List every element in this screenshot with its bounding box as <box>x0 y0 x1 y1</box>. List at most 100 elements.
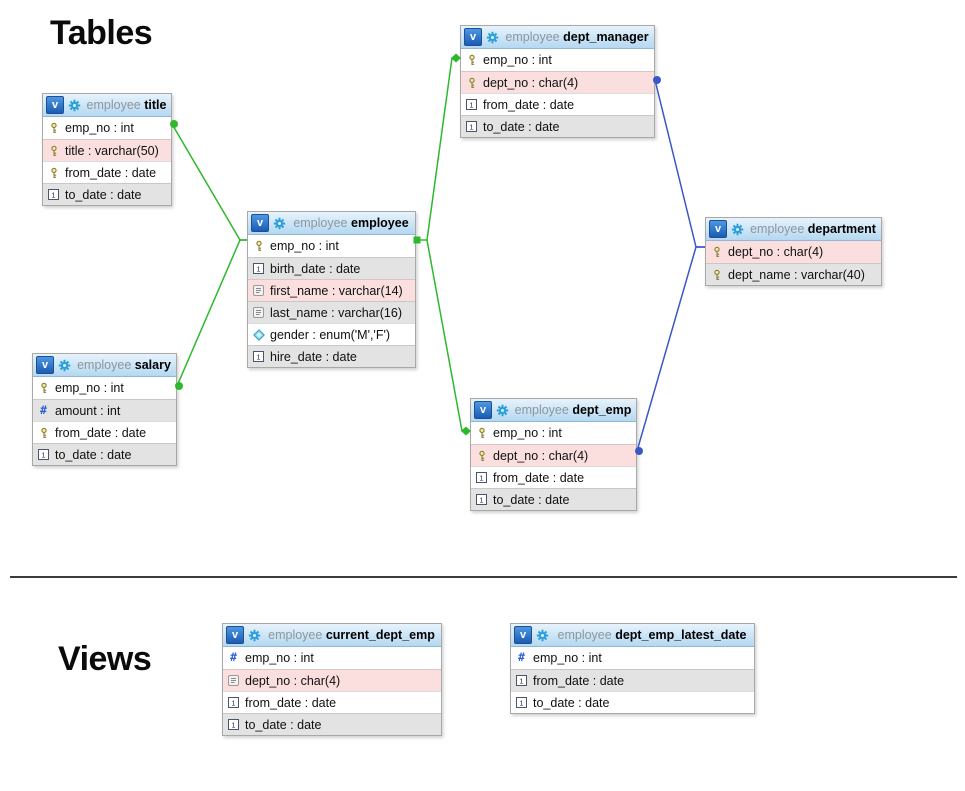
column-label: dept_name : varchar(40) <box>728 267 865 282</box>
column-row: emp_no : int <box>471 422 636 444</box>
table-name: dept_emp_latest_date <box>615 628 747 642</box>
table-name: current_dept_emp <box>325 628 435 642</box>
column-row: title : varchar(50) <box>43 139 171 161</box>
numeric-icon: # <box>518 650 525 665</box>
date-icon: 1 <box>252 262 265 275</box>
table-header[interactable]: v employee dept_emp <box>471 399 636 422</box>
gear-icon <box>68 99 81 112</box>
key-icon <box>710 246 723 259</box>
date-icon: 1 <box>227 696 240 709</box>
key-icon <box>475 449 488 462</box>
enum-icon <box>252 328 265 341</box>
table-header[interactable]: v employee employee <box>248 212 415 235</box>
gear-icon <box>731 223 744 236</box>
column-label: from_date : date <box>65 165 157 180</box>
relation-employee-dept_emp <box>426 239 471 436</box>
svg-text:1: 1 <box>519 698 523 707</box>
svg-text:1: 1 <box>41 450 45 459</box>
view-badge-icon: v <box>464 28 482 46</box>
date-icon: 1 <box>515 674 528 687</box>
column-label: to_date : date <box>55 447 132 462</box>
column-row: dept_no : char(4) <box>471 444 636 466</box>
date-icon: 1 <box>465 98 478 111</box>
table-title: employee employee <box>290 216 412 230</box>
key-icon <box>465 54 478 67</box>
table-schema-label: employee <box>293 216 351 230</box>
column-label: amount : int <box>55 403 121 418</box>
column-label: dept_no : char(4) <box>483 75 579 90</box>
column-label: emp_no : int <box>533 651 602 665</box>
column-label: first_name : varchar(14) <box>270 283 403 298</box>
svg-text:1: 1 <box>519 676 523 685</box>
column-label: last_name : varchar(16) <box>270 305 403 320</box>
key-icon <box>465 76 478 89</box>
column-row: from_date : date <box>43 161 171 183</box>
gear-icon <box>248 629 261 642</box>
tables-section-heading: Tables <box>50 14 153 52</box>
numeric-icon: # <box>40 402 47 417</box>
svg-text:1: 1 <box>51 190 55 199</box>
date-icon: 1 <box>475 493 488 506</box>
view-badge-icon: v <box>251 214 269 232</box>
date-icon: 1 <box>475 471 488 484</box>
column-row: emp_no : int <box>43 117 171 139</box>
column-row: emp_no : int <box>248 235 415 257</box>
table-schema-label: employee <box>750 222 808 236</box>
table-employee[interactable]: v employee employee emp_no : int 1 birth_dat… <box>247 211 416 368</box>
column-label: from_date : date <box>493 470 585 485</box>
column-label: to_date : date <box>483 119 560 134</box>
table-title[interactable]: v employee title emp_no : int title : varch… <box>42 93 172 206</box>
views-section-heading: Views <box>58 640 152 678</box>
column-label: dept_no : char(4) <box>245 673 341 688</box>
view-badge-icon: v <box>514 626 532 644</box>
table-title: employee current_dept_emp <box>265 628 438 642</box>
relation-salary-employee <box>175 239 247 390</box>
table-title: employee title <box>85 98 168 112</box>
column-label: title : varchar(50) <box>65 143 159 158</box>
column-label: emp_no : int <box>245 651 314 665</box>
table-schema-label: employee <box>86 98 145 112</box>
table-name: dept_manager <box>563 30 649 44</box>
column-row: last_name : varchar(16) <box>248 301 415 323</box>
gear-icon <box>58 359 71 372</box>
date-icon: 1 <box>47 188 60 201</box>
text-icon <box>252 284 265 297</box>
table-header[interactable]: v employee title <box>43 94 171 117</box>
table-title: employee dept_emp <box>513 403 633 417</box>
column-label: from_date : date <box>245 695 337 710</box>
column-row: #emp_no : int <box>223 647 441 669</box>
table-name: title <box>144 98 167 112</box>
view-badge-icon: v <box>46 96 64 114</box>
section-divider <box>10 576 957 578</box>
table-schema-label: employee <box>268 628 326 642</box>
date-icon: 1 <box>252 350 265 363</box>
column-row: emp_no : int <box>461 49 654 71</box>
view-badge-icon: v <box>36 356 54 374</box>
view-badge-icon: v <box>474 401 492 419</box>
view-badge-icon: v <box>709 220 727 238</box>
key-icon <box>37 426 50 439</box>
column-row: dept_no : char(4) <box>706 241 881 263</box>
gear-icon <box>496 404 509 417</box>
svg-text:1: 1 <box>479 495 483 504</box>
key-icon <box>47 122 60 135</box>
date-icon: 1 <box>465 120 478 133</box>
column-row: 1 to_date : date <box>33 443 176 465</box>
column-row: from_date : date <box>33 421 176 443</box>
column-label: birth_date : date <box>270 261 361 276</box>
column-row: 1 from_date : date <box>223 691 441 713</box>
